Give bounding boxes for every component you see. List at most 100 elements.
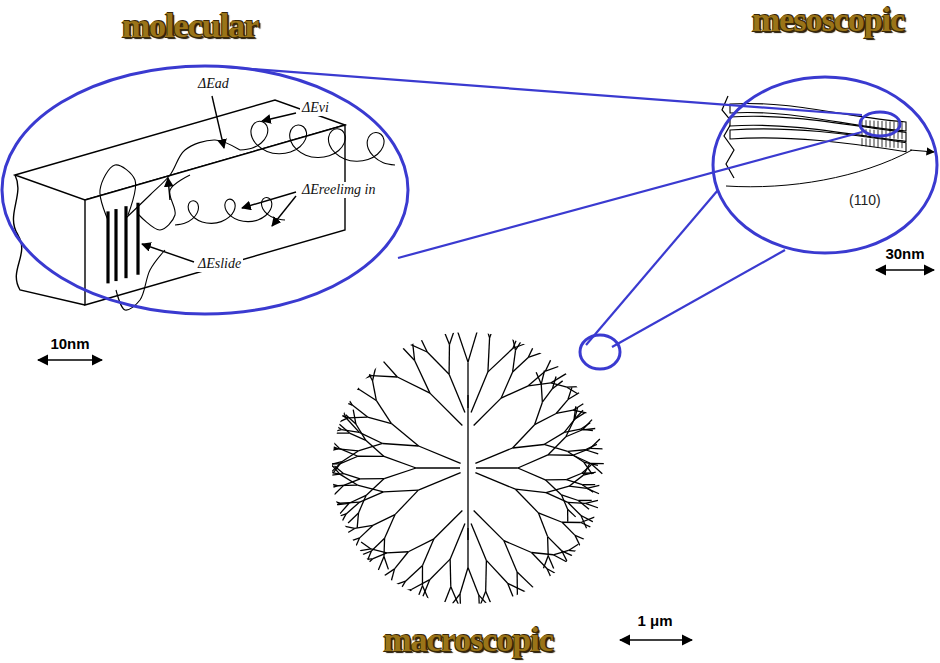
spherulite-branch	[468, 329, 478, 363]
spherulite-branch	[402, 590, 412, 603]
spherulite-branch	[440, 310, 457, 329]
spherulite-branch	[553, 550, 568, 554]
spherulite-branch	[416, 600, 418, 611]
spherulite-branch	[563, 364, 576, 366]
spherulite-branch	[406, 342, 427, 352]
spherulite-branch	[581, 523, 594, 529]
spherulite-branch	[459, 605, 470, 616]
spherulite-branch	[409, 300, 423, 302]
spherulite-branch	[504, 541, 517, 572]
spherulite-branch	[394, 330, 406, 343]
spherulite-branch	[528, 352, 543, 357]
spherulite-branch	[585, 503, 598, 508]
spherulite-branch	[405, 318, 417, 330]
growth-arrow	[910, 150, 934, 152]
spherulite-branch	[513, 444, 544, 448]
spherulite-branch	[451, 587, 459, 606]
spherulite-branch	[578, 500, 589, 509]
scale-label: 10nm	[50, 335, 89, 352]
spherulite-branch	[406, 565, 423, 581]
spherulite-branch	[581, 517, 595, 522]
spherulite-branch	[449, 559, 451, 587]
spherulite-branch	[382, 324, 394, 330]
spherulite-branch	[372, 376, 398, 377]
spherulite-branch	[457, 277, 467, 287]
spherulite-branch	[358, 456, 384, 457]
spherulite-branch	[410, 600, 417, 609]
spherulite-branch	[544, 607, 555, 618]
spherulite-branch	[391, 424, 418, 446]
spherulite-branch	[535, 413, 557, 424]
spherulite-branch	[411, 580, 429, 590]
spherulite-branch	[494, 612, 510, 619]
spherulite-branch	[486, 591, 495, 613]
spherulite-branch	[480, 271, 490, 283]
chain-fold-hatch	[866, 138, 867, 146]
spherulite-branch	[397, 377, 430, 393]
chain-fold-hatch	[878, 139, 879, 147]
spherulite-branch	[387, 552, 409, 553]
spherulite-branch	[372, 337, 379, 356]
spherulite-branch	[478, 595, 480, 617]
spherulite-branch	[422, 539, 433, 566]
spherulite-branch	[415, 299, 418, 312]
spherulite-branch	[459, 594, 461, 615]
spherulite-branch	[393, 313, 405, 318]
zoom-line	[612, 250, 785, 347]
chain-fold-hatch	[862, 138, 863, 146]
spherulite-branch	[343, 528, 355, 535]
spherulite-branch	[334, 418, 348, 425]
spherulite-branch	[398, 602, 402, 614]
zoom-line	[586, 190, 718, 345]
spherulite-branch	[359, 432, 382, 443]
spherulite-branch	[457, 284, 463, 303]
spherulite-branch	[340, 514, 346, 526]
spherulite-branch	[462, 269, 464, 284]
spherulite-branch	[423, 280, 433, 292]
spherulite-branch	[583, 428, 596, 429]
spherulite-branch	[378, 557, 384, 570]
spherulite-branch	[322, 449, 338, 452]
spherulite-branch	[360, 551, 372, 556]
chain-fold-hatch	[886, 139, 887, 147]
spherulite-branch	[352, 405, 367, 417]
reeling-chain	[175, 197, 285, 225]
spherulite-branch	[535, 295, 540, 308]
spherulite-branch	[378, 337, 389, 342]
spherulite-branch	[475, 303, 478, 328]
spherulite-branch	[412, 334, 415, 360]
spherulite-branch	[512, 324, 513, 336]
spherulite-branch	[501, 276, 503, 291]
spherulite-branch	[396, 341, 415, 361]
zoom-ellipse	[860, 112, 900, 136]
spherulite-branch	[338, 449, 358, 451]
spherulite-branch	[483, 298, 484, 315]
spherulite-branch	[525, 323, 527, 336]
spherulite-branch	[500, 278, 507, 293]
spherulite-branch	[532, 552, 554, 554]
molecular-illustration	[13, 96, 395, 310]
spherulite-branch	[384, 585, 390, 595]
spherulite-branch	[326, 499, 339, 504]
spherulite-branch	[545, 479, 566, 481]
spherulite-branch	[328, 430, 341, 433]
spherulite-branch	[373, 366, 376, 381]
spherulite-branch	[485, 560, 487, 591]
spherulite-branch	[395, 552, 409, 569]
stem-segment	[136, 203, 139, 275]
scale-label: 1 μm	[637, 612, 672, 629]
spherulite-branch	[498, 293, 500, 314]
chain-fold-hatch	[874, 139, 875, 147]
spherulite-branch	[511, 286, 516, 299]
spherulite-branch	[458, 292, 471, 299]
spherulite-branch	[566, 430, 583, 437]
spherulite-branch	[383, 443, 419, 446]
spherulite-branch	[553, 598, 567, 600]
spherulite-branch	[536, 372, 541, 384]
spherulite-branch	[348, 513, 358, 523]
spherulite-branch	[366, 479, 384, 496]
spherulite-branch	[578, 500, 591, 501]
chain-fold-hatch	[902, 122, 903, 130]
spherulite-branch	[567, 509, 568, 521]
